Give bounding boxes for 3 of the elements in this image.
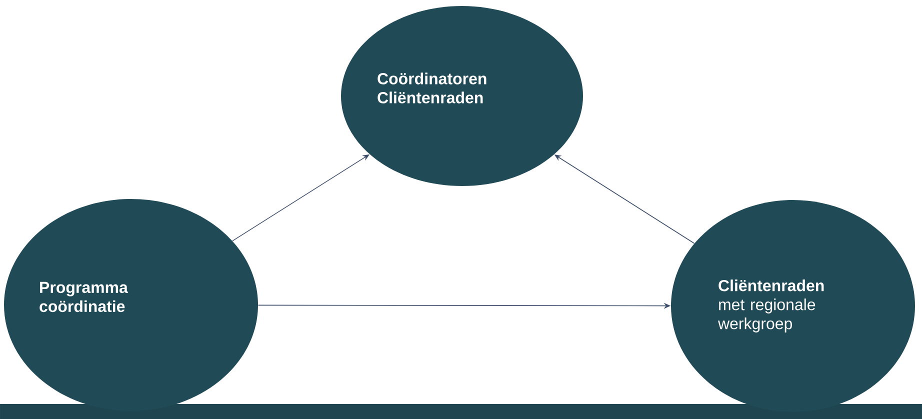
ellipse-node: Cliëntenraden met regionale werkgroep <box>671 200 915 412</box>
ellipse-node: Coördinatoren Cliëntenraden <box>341 6 583 186</box>
ellipse-node: Programma coördinatie <box>4 199 258 411</box>
